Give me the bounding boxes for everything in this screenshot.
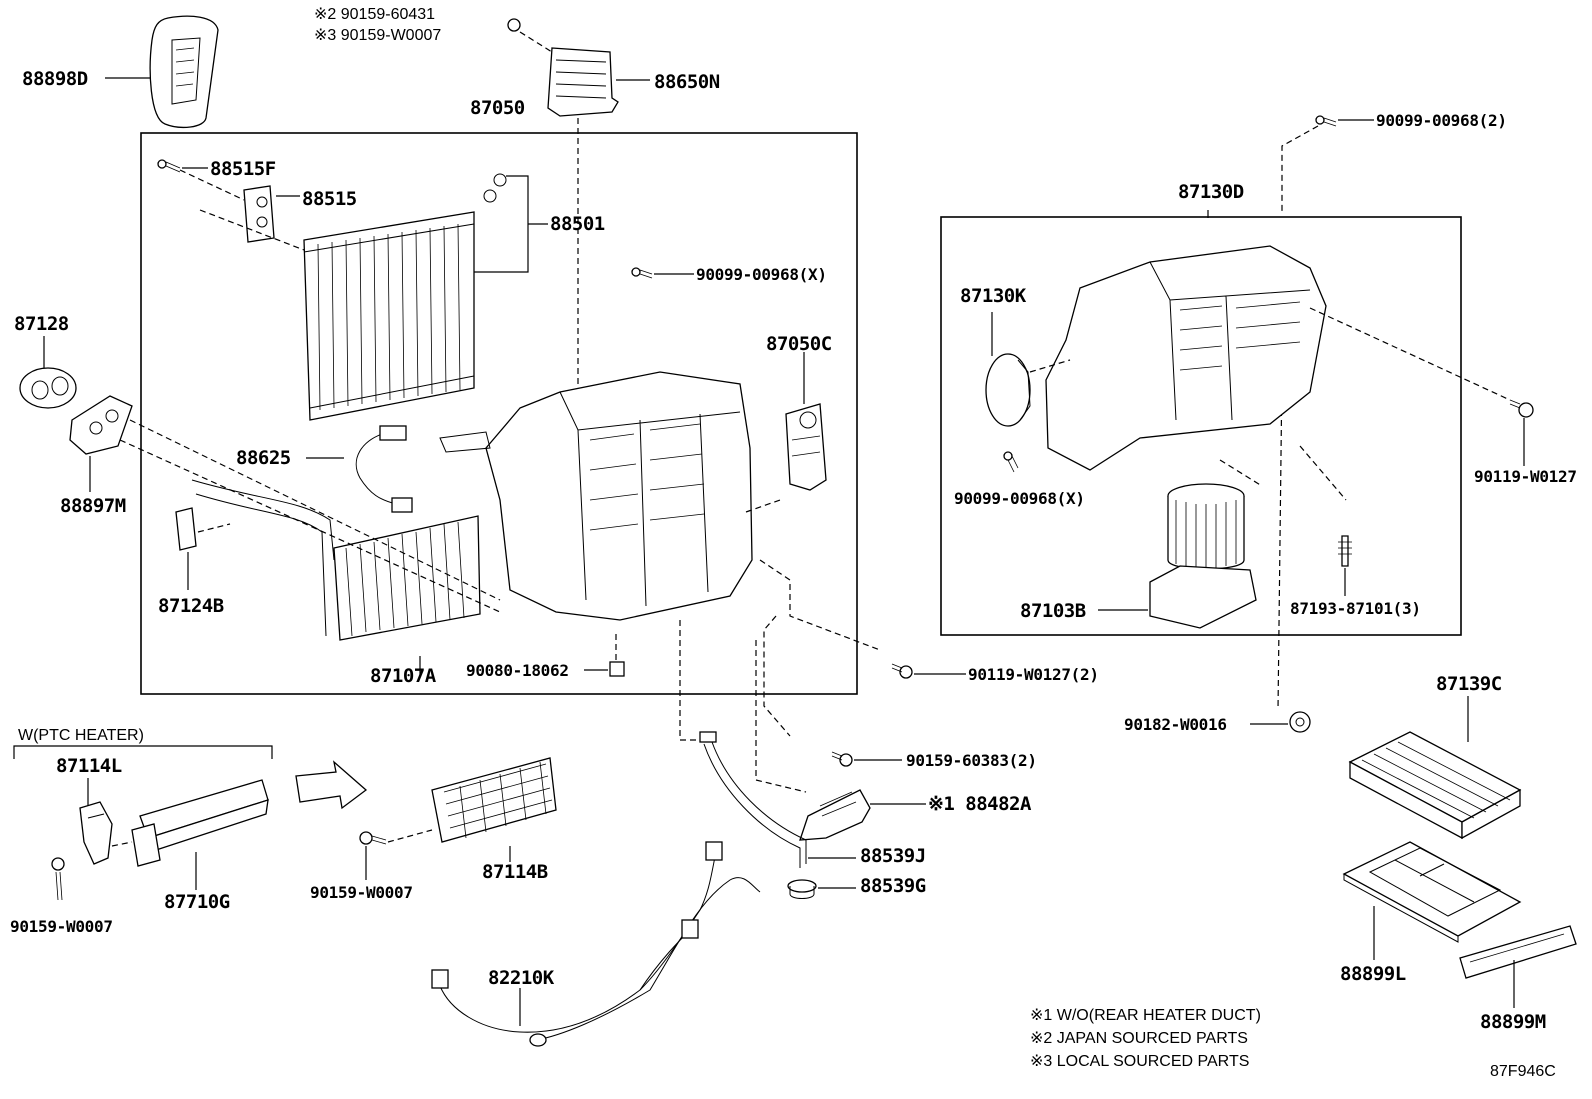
screw-90159-60431 [507, 18, 521, 32]
callout-90099-00968X-b: 90099-00968(X) [954, 489, 1085, 508]
note-2: ※2 JAPAN SOURCED PARTS [1030, 1030, 1248, 1047]
screw-90099-00968-b [1003, 451, 1019, 473]
ptc-group-bracket [13, 745, 273, 759]
callout-88650N-note2: ※3 90159-W0007 [314, 27, 441, 44]
callout-87124B: 87124B [158, 595, 224, 617]
callout-88539J: 88539J [860, 845, 926, 867]
callout-90159-W0007-b: 90159-W0007 [10, 917, 113, 936]
o-ring-a [493, 173, 507, 187]
callout-88897M: 88897M [60, 495, 126, 517]
blower-case-87130D [1045, 245, 1327, 471]
box-87130D-unit [940, 216, 1462, 636]
callout-87103B: 87103B [1020, 600, 1086, 622]
callout-87710G: 87710G [164, 891, 230, 913]
callout-90119-W0127: 90119-W0127 [1474, 467, 1577, 486]
callout-87050: 87050 [470, 97, 525, 119]
clip-87124B [175, 507, 197, 551]
module-88650N [547, 47, 619, 117]
callout-88539G: 88539G [860, 875, 926, 897]
callout-87107A: 87107A [370, 665, 437, 687]
callout-88899L: 88899L [1340, 963, 1406, 985]
o-ring-b [483, 189, 497, 203]
callout-88650N-note1: ※2 90159-60431 [314, 6, 435, 23]
callout-88515: 88515 [302, 188, 357, 210]
callout-88625: 88625 [236, 447, 291, 469]
callout-88501: 88501 [550, 213, 605, 235]
cover-87130K [985, 353, 1031, 427]
screw-87193-87101-3 [1338, 535, 1352, 567]
screw-90099-00968-2 [1315, 115, 1337, 127]
callout-88515F: 88515F [210, 158, 276, 180]
drain-hose-88539J [699, 731, 807, 868]
heater-core-87107A [191, 479, 481, 641]
ptc-element-87710G [131, 779, 269, 867]
blower-motor-87103B [1149, 483, 1257, 629]
nut-90080-18062 [609, 661, 625, 677]
air-filter-87139C [1348, 731, 1522, 840]
callout-87114B: 87114B [482, 861, 548, 883]
callout-87130D: 87130D [1178, 181, 1244, 203]
callout-90099-00968-2: 90099-00968(2) [1376, 111, 1507, 130]
callout-87193-87101-3: 87193-87101(3) [1290, 599, 1421, 618]
callout-88898D: 88898D [22, 68, 88, 90]
callout-87128: 87128 [14, 313, 69, 335]
callout-87130K: 87130K [960, 285, 1027, 307]
heater-case-87050 [439, 371, 753, 621]
emblem-88898D [149, 15, 219, 129]
callout-90080-18062: 90080-18062 [466, 661, 569, 680]
bracket-87114L [79, 801, 113, 865]
ptc-group-label: W(PTC HEATER) [18, 727, 144, 744]
gasket-88897M [69, 395, 133, 455]
grommet-88539G [787, 879, 817, 899]
bracket-88482A [799, 789, 871, 841]
screw-90119-W0127 [1509, 399, 1534, 418]
seal-87128 [19, 367, 77, 409]
screw-90159-W0007-b [51, 857, 65, 901]
box-87050-unit [140, 132, 858, 695]
screw-90099-00968-a [631, 267, 653, 279]
screw-90159-W0007-a [359, 831, 387, 845]
callout-90182-W0016: 90182-W0016 [1124, 715, 1227, 734]
callout-88482A: ※1 88482A [928, 793, 1032, 815]
callout-90159-60383-2: 90159-60383(2) [906, 751, 1037, 770]
ptc-heater-87114B [431, 757, 557, 843]
callout-90119-W0127-2: 90119-W0127(2) [968, 665, 1099, 684]
callout-90099-00968X-a: 90099-00968(X) [696, 265, 827, 284]
evaporator-88501 [303, 211, 475, 421]
callout-88650N: 88650N [654, 71, 720, 93]
note-1: ※1 W/O(REAR HEATER DUCT) [1030, 1007, 1261, 1024]
harness-88625 [355, 425, 413, 513]
callout-82210K: 82210K [488, 967, 555, 989]
assembly-arrow [295, 760, 368, 810]
servo-motor-87050C [785, 403, 827, 491]
callout-90159-W0007-a: 90159-W0007 [310, 883, 413, 902]
filter-case-88899L [1342, 841, 1522, 943]
grommet-90182-W0016 [1289, 711, 1311, 733]
callout-87139C: 87139C [1436, 673, 1502, 695]
screw-90119-W0127-2 [891, 663, 913, 679]
cover-88899M [1459, 925, 1577, 979]
bolt-88515F [157, 159, 181, 173]
note-3: ※3 LOCAL SOURCED PARTS [1030, 1053, 1249, 1070]
expansion-valve-88515 [243, 185, 275, 243]
screw-90159-60383-2 [831, 751, 853, 767]
wire-harness-82210K [431, 841, 761, 1047]
callout-88899M: 88899M [1480, 1011, 1546, 1033]
diagram-code: 87F946C [1490, 1063, 1556, 1080]
callout-87114L: 87114L [56, 755, 122, 777]
callout-87050C: 87050C [766, 333, 832, 355]
